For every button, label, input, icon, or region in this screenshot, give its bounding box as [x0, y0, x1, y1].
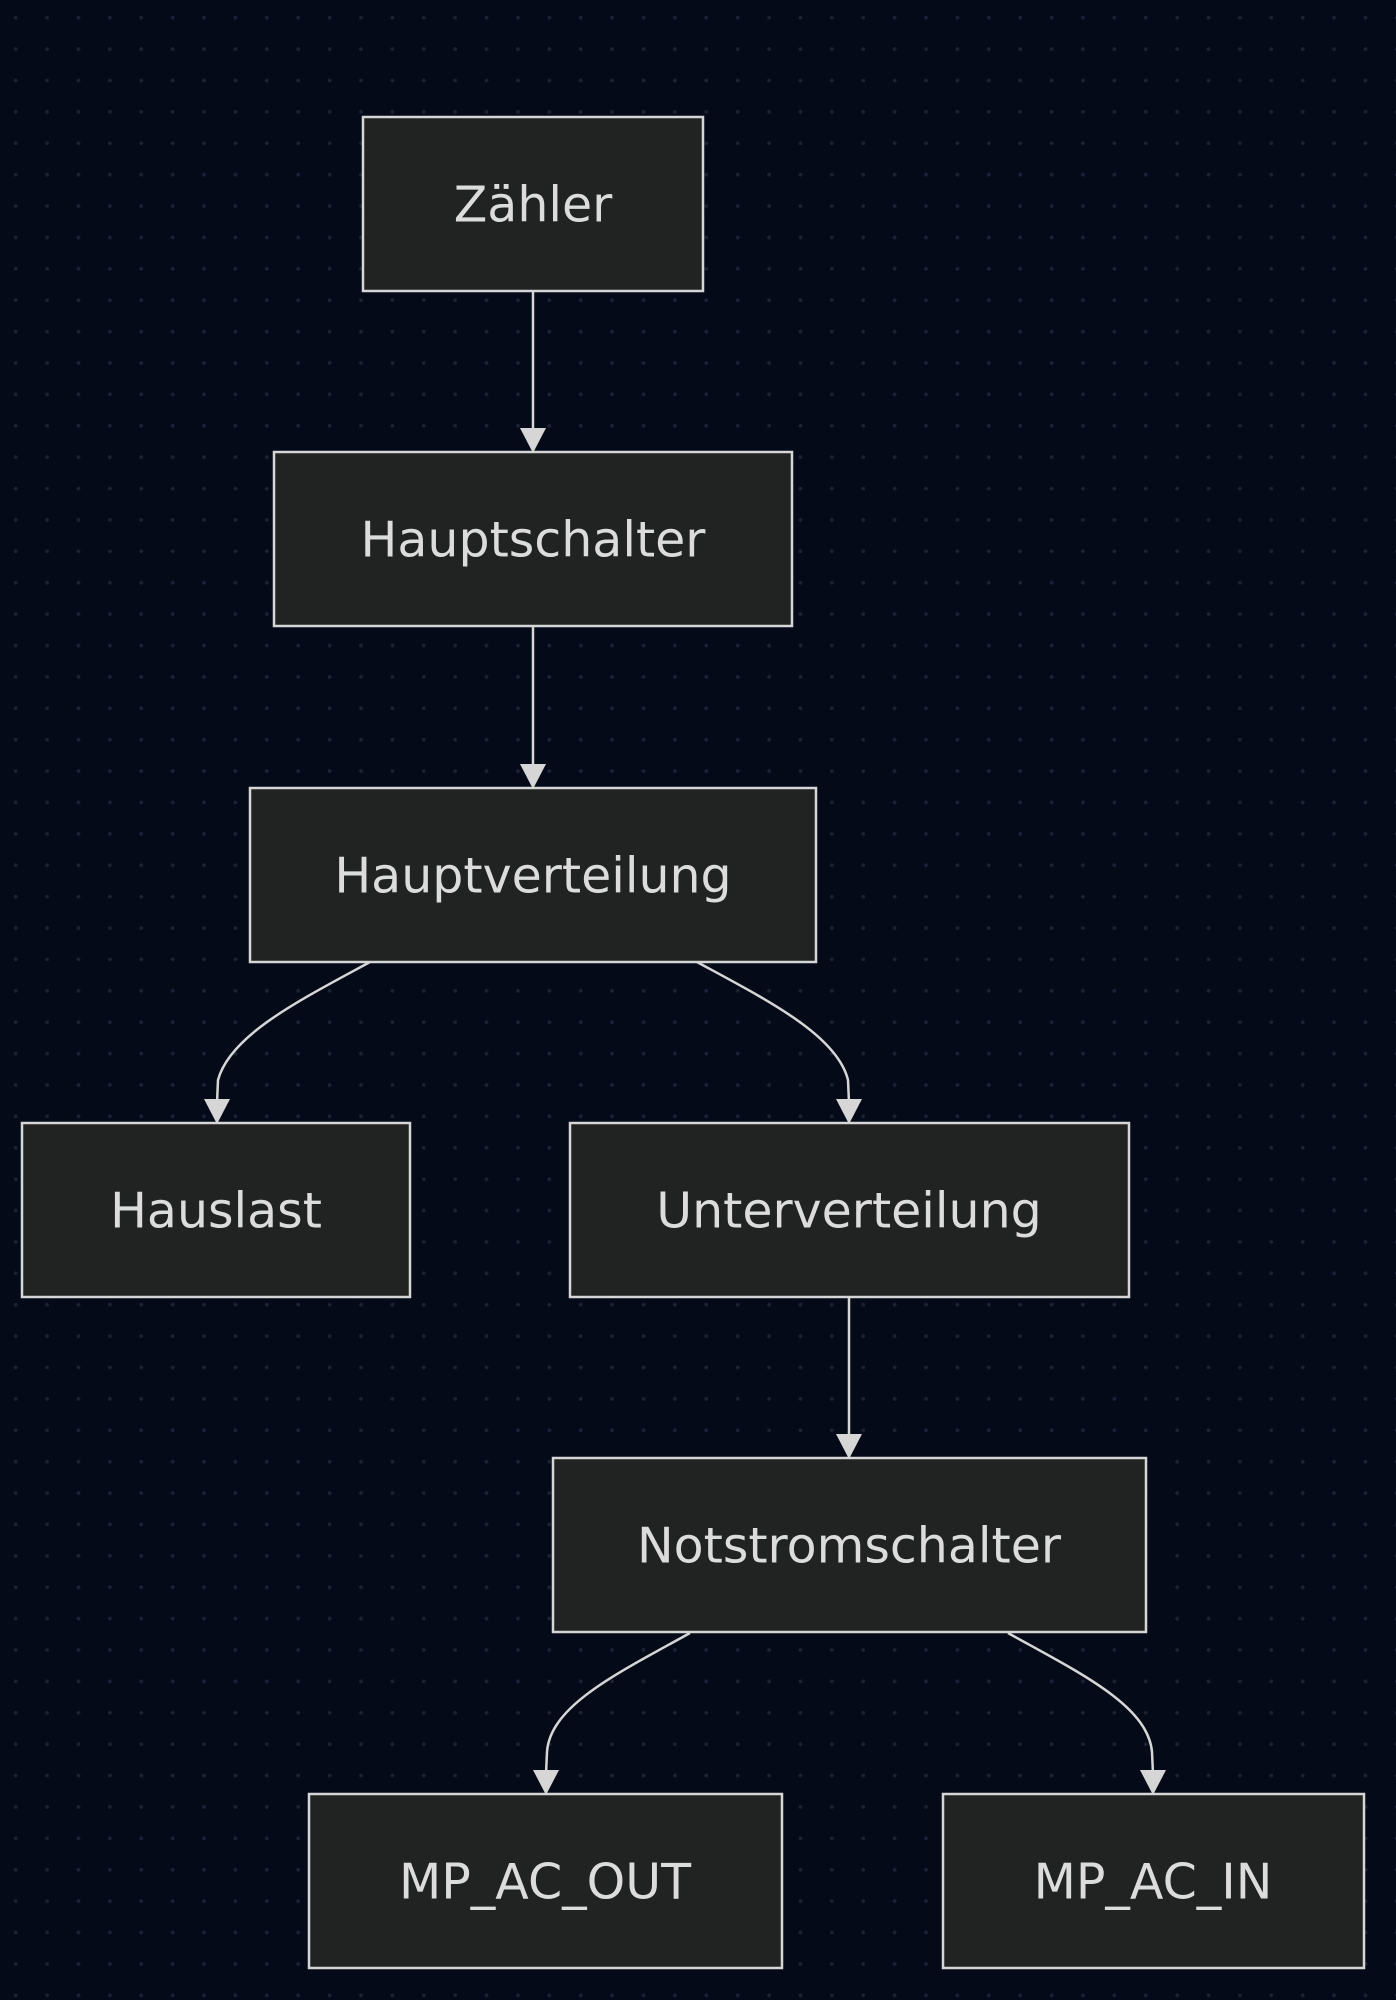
node-label: MP_AC_OUT [399, 1854, 692, 1911]
arrowhead-hauptverteilung-hauslast [204, 1099, 230, 1124]
node-mp-ac-out: MP_AC_OUT [307, 1792, 784, 1970]
arrowhead-notstromschalter-mp-ac-in [1140, 1770, 1166, 1795]
arrowhead-hauptverteilung-unterverteilung [836, 1099, 862, 1124]
node-label: Unterverteilung [656, 1183, 1042, 1240]
edges [204, 291, 1166, 1795]
node-label: Hauptverteilung [334, 848, 731, 905]
arrowhead-hauptschalter-hauptverteilung [520, 764, 546, 789]
node-hauslast: Hauslast [20, 1121, 412, 1299]
node-mp-ac-in: MP_AC_IN [941, 1792, 1366, 1970]
arrowhead-notstromschalter-mp-ac-out [533, 1770, 559, 1795]
node-label: Hauslast [110, 1183, 322, 1240]
node-label: Hauptschalter [361, 512, 707, 569]
node-notstromschalter: Notstromschalter [551, 1456, 1148, 1634]
node-label: Zähler [454, 177, 613, 234]
arrowhead-zaehler-hauptschalter [520, 428, 546, 453]
node-hauptverteilung: Hauptverteilung [248, 786, 818, 964]
edge-hauptverteilung-unterverteilung [696, 960, 851, 1104]
node-label: MP_AC_IN [1034, 1854, 1273, 1911]
edge-notstromschalter-mp-ac-in [1007, 1631, 1155, 1775]
node-label: Notstromschalter [637, 1518, 1062, 1575]
edge-notstromschalter-mp-ac-out [544, 1631, 691, 1775]
node-zaehler: Zähler [361, 115, 705, 293]
node-hauptschalter: Hauptschalter [272, 450, 794, 628]
arrowhead-unterverteilung-notstromschalter [836, 1434, 862, 1459]
node-unterverteilung: Unterverteilung [568, 1121, 1131, 1299]
edge-hauptverteilung-hauslast [215, 960, 371, 1104]
